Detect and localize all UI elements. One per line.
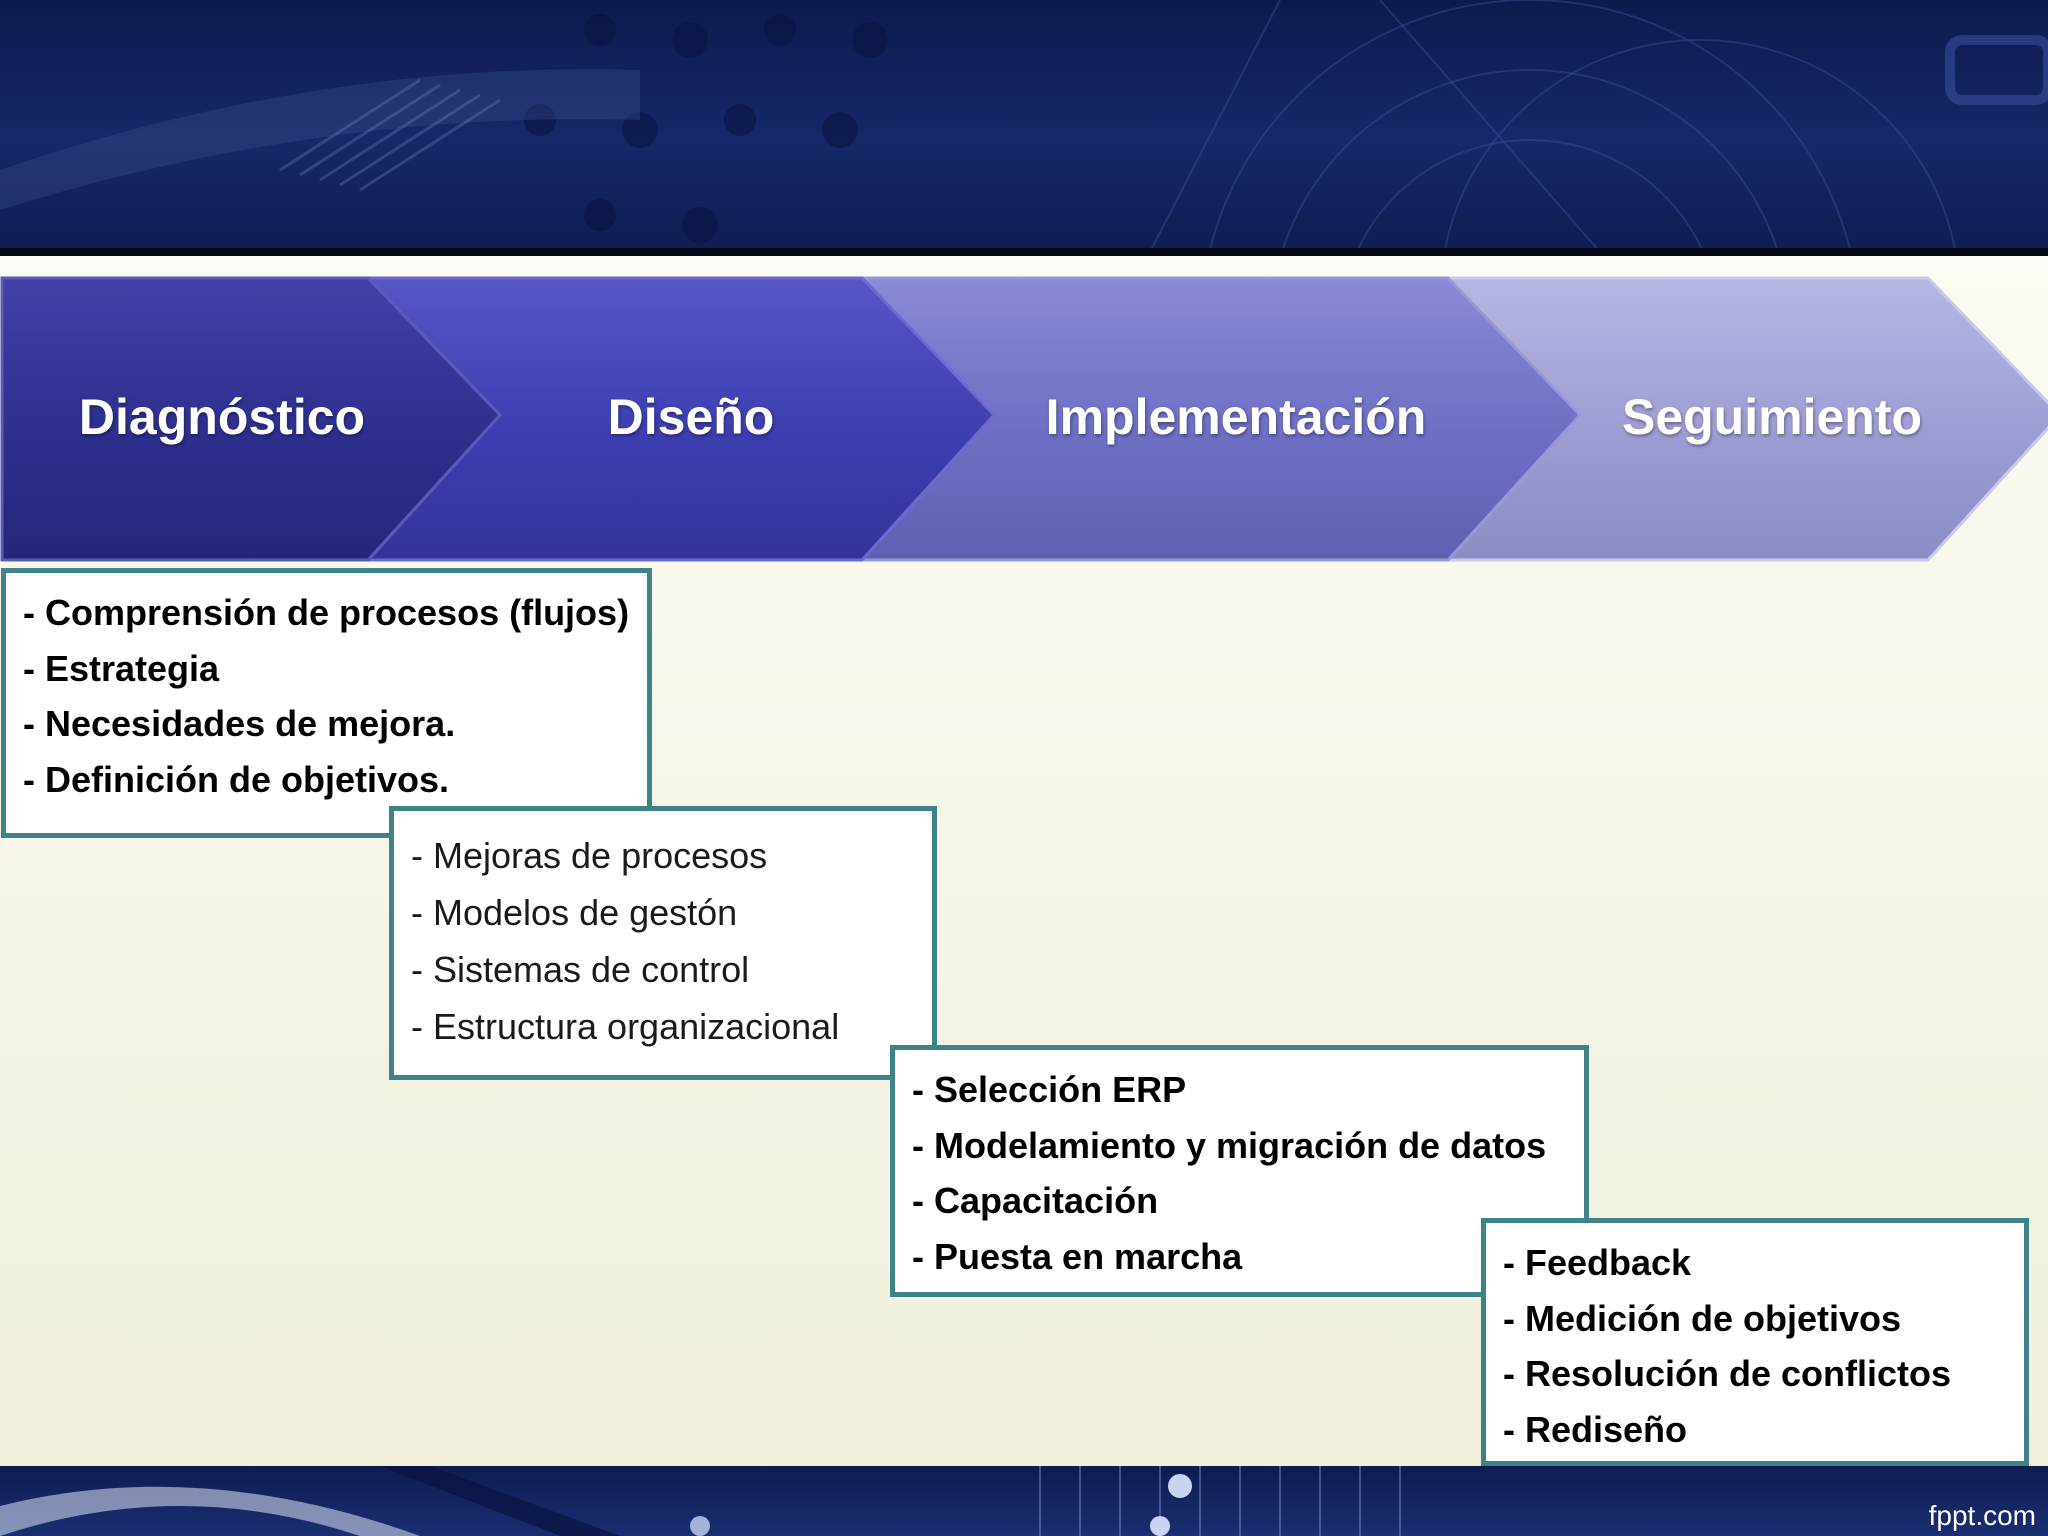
header-banner: [0, 0, 2048, 252]
stage-title-seguimiento: Seguimiento: [1621, 389, 1923, 445]
footer-banner: fppt.com: [0, 1466, 2048, 1536]
implementacion-item: - Puesta en marcha: [912, 1235, 1243, 1277]
footer-decoration: [0, 1466, 1401, 1536]
implementacion-item: - Selección ERP: [912, 1069, 1187, 1110]
implementacion-details-box: - Selección ERP - Modelamiento y migraci…: [890, 1045, 1589, 1297]
diagnostico-item: - Necesidades de mejora.: [23, 703, 456, 744]
diseno-item: - Estructura organizacional: [411, 1006, 840, 1047]
stage-title-diseno: Diseño: [607, 389, 775, 445]
seguimiento-item: - Rediseño: [1503, 1408, 1688, 1450]
seguimiento-item: - Feedback: [1503, 1242, 1692, 1283]
seguimiento-item: - Resolución de conflictos: [1503, 1353, 1952, 1394]
banner-decoration: [0, 0, 2048, 252]
chevron-diagnostico: [0, 276, 503, 562]
seguimiento-details-box: - Feedback - Medición de objetivos - Res…: [1481, 1218, 2029, 1466]
diseno-item: - Sistemas de control: [411, 949, 750, 990]
footer-brand: fppt.com: [1928, 1500, 2036, 1531]
stage-title-diagnostico: Diagnóstico: [78, 389, 366, 445]
seguimiento-item: - Medición de objetivos: [1503, 1297, 1902, 1339]
diseno-details-box: - Mejoras de procesos - Modelos de gestó…: [389, 806, 937, 1080]
process-chevrons: [0, 276, 2048, 562]
implementacion-item: - Capacitación: [912, 1180, 1159, 1221]
diagnostico-item: - Comprensión de procesos (flujos): [23, 592, 630, 633]
diagnostico-item: - Estrategia: [23, 647, 220, 689]
stage-title-implementacion: Implementación: [1045, 389, 1427, 445]
header-divider: [0, 248, 2048, 256]
diagnostico-item: - Definición de objetivos.: [23, 758, 450, 800]
diagnostico-details-box: - Comprensión de procesos (flujos) - Est…: [1, 568, 652, 838]
implementacion-item: - Modelamiento y migración de datos: [912, 1124, 1547, 1166]
diseno-item: - Modelos de gestón: [411, 892, 738, 933]
diseno-item: - Mejoras de procesos: [411, 835, 768, 876]
